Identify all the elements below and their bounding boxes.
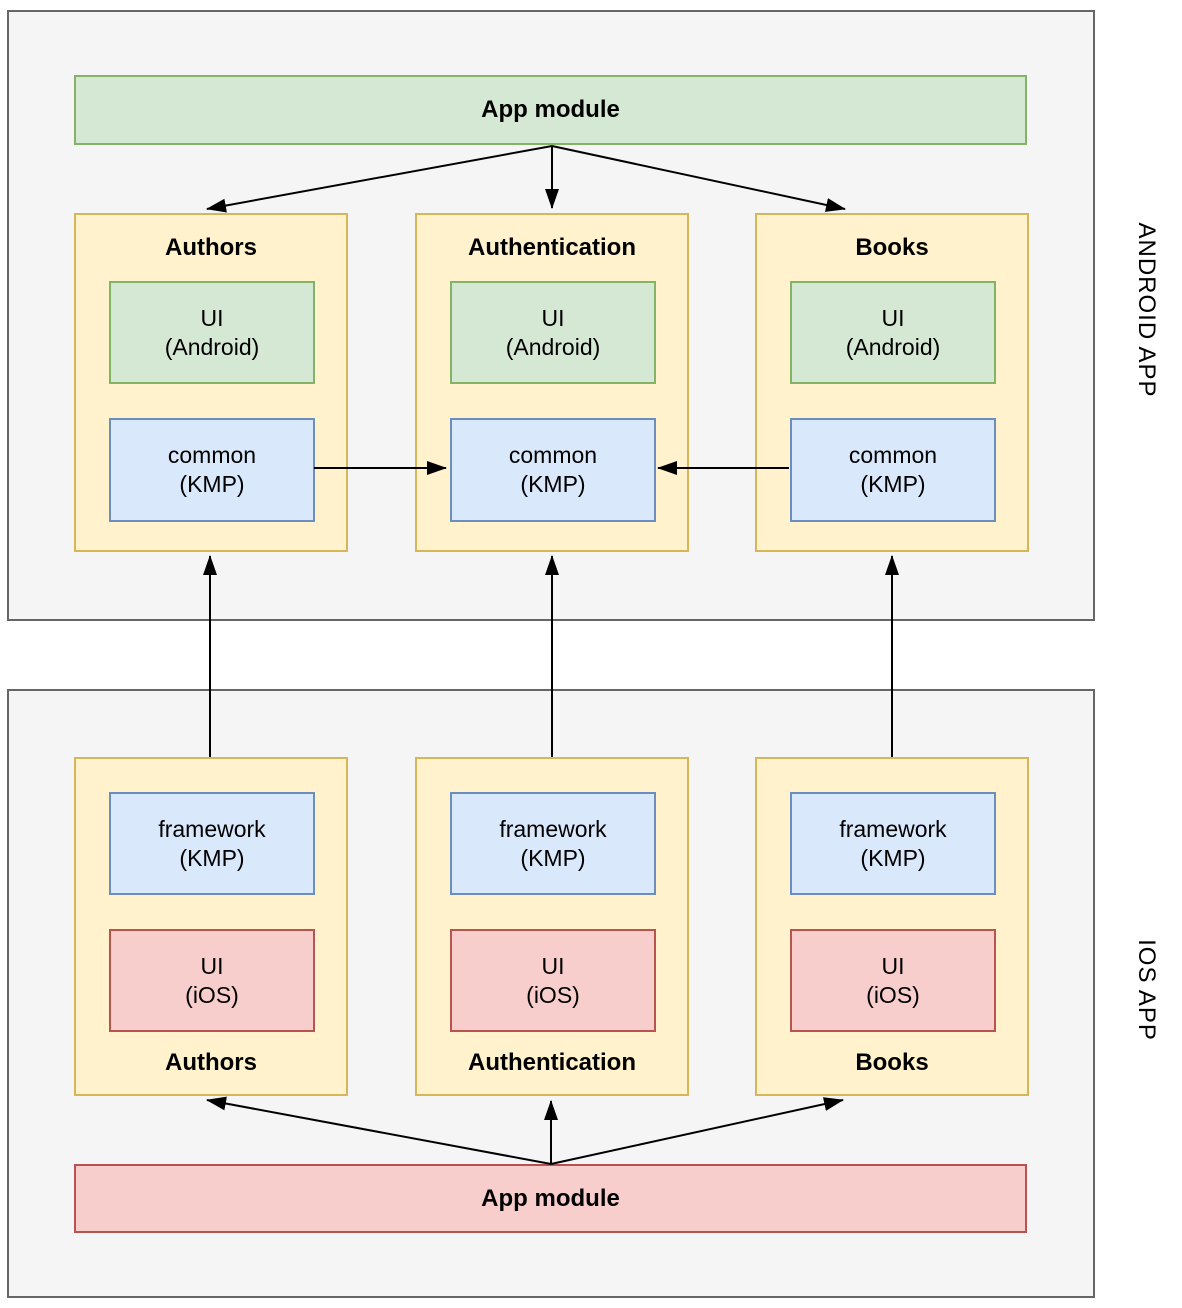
android-module-authentication: Authentication UI (Android) common (KMP) xyxy=(415,213,689,552)
framework-kmp-box: framework (KMP) xyxy=(109,792,315,895)
ios-module-authentication: framework (KMP) UI (iOS) Authentication xyxy=(415,757,689,1096)
module-title: Books xyxy=(855,1049,929,1076)
common-kmp-box: common (KMP) xyxy=(109,418,315,522)
framework-kmp-box: framework (KMP) xyxy=(450,792,656,895)
framework-kmp-box: framework (KMP) xyxy=(790,792,996,895)
module-title: Authors xyxy=(165,1049,257,1076)
android-module-books: Books UI (Android) common (KMP) xyxy=(755,213,1029,552)
android-app-side-label: ANDROID APP xyxy=(1133,222,1160,398)
common-kmp-box: common (KMP) xyxy=(790,418,996,522)
android-app-module-label: App module xyxy=(481,96,620,123)
module-title: Authentication xyxy=(468,234,636,261)
ui-ios-box: UI (iOS) xyxy=(790,929,996,1032)
ui-android-box: UI (Android) xyxy=(450,281,656,384)
ios-module-books: framework (KMP) UI (iOS) Books xyxy=(755,757,1029,1096)
common-kmp-box: common (KMP) xyxy=(450,418,656,522)
ios-module-authors: framework (KMP) UI (iOS) Authors xyxy=(74,757,348,1096)
module-title: Books xyxy=(855,234,929,261)
ios-app-side-label: IOS APP xyxy=(1133,939,1160,1041)
android-module-authors: Authors UI (Android) common (KMP) xyxy=(74,213,348,552)
ios-app-module-bar: App module xyxy=(74,1164,1027,1233)
module-title: Authors xyxy=(165,234,257,261)
ui-android-box: UI (Android) xyxy=(109,281,315,384)
android-app-module-bar: App module xyxy=(74,75,1027,145)
ui-ios-box: UI (iOS) xyxy=(450,929,656,1032)
ios-app-module-label: App module xyxy=(481,1184,620,1212)
ui-android-box: UI (Android) xyxy=(790,281,996,384)
ui-ios-box: UI (iOS) xyxy=(109,929,315,1032)
module-title: Authentication xyxy=(468,1049,636,1076)
